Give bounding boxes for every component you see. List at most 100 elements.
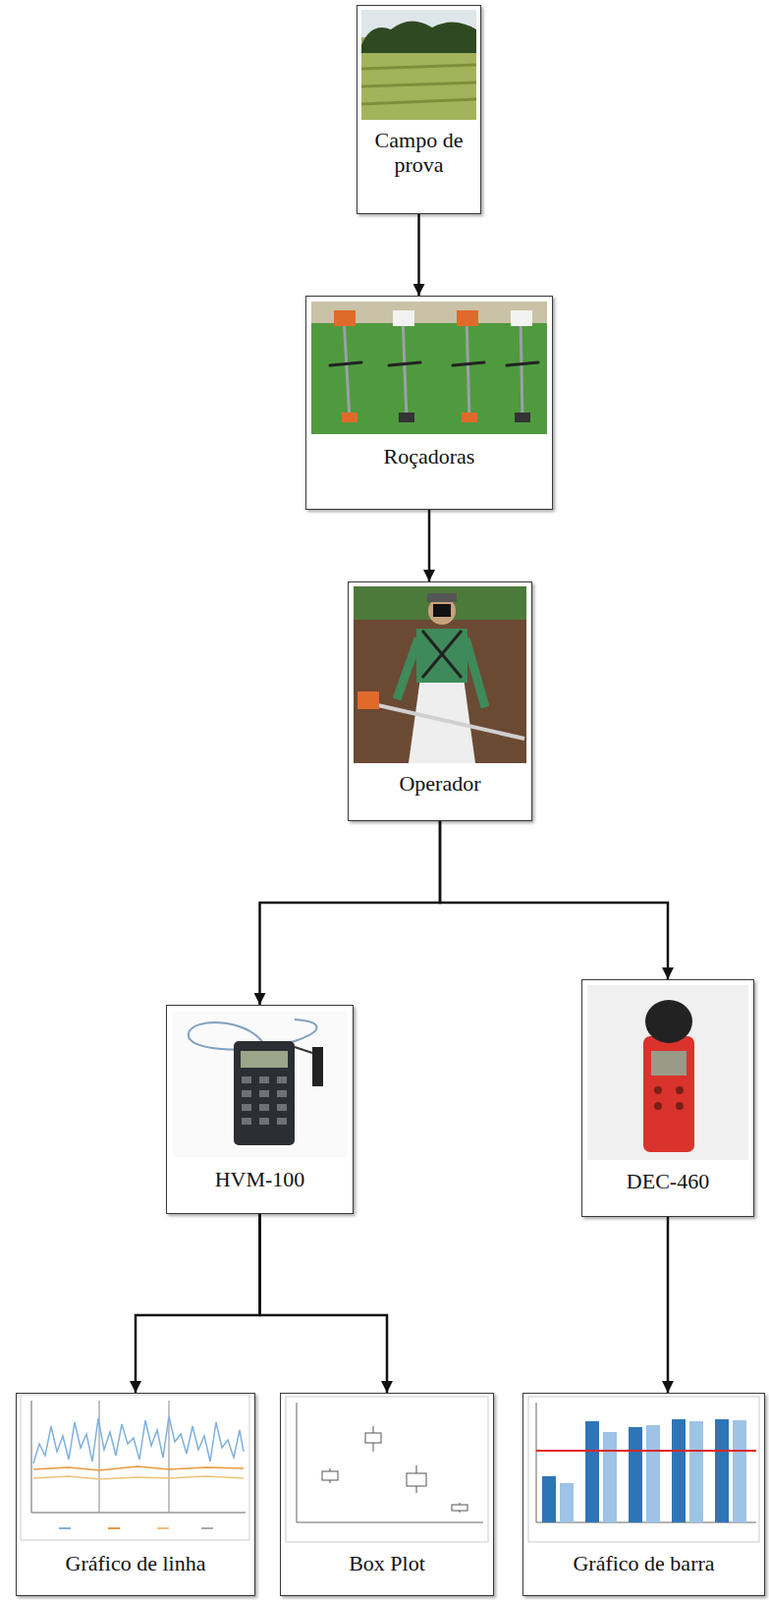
vibration-meter-photo-part (241, 1103, 252, 1111)
operator-photo-part (369, 703, 525, 739)
sound-meter-photo-part (587, 985, 749, 1160)
box-plot-thumbnail-part (322, 1426, 468, 1513)
operator-photo-part (422, 630, 462, 678)
line-chart-thumbnail-part (20, 1394, 250, 1540)
brushcutters-photo-part (392, 310, 415, 327)
brushcutters-photo-part (341, 412, 358, 423)
node-caption: Campo de prova (361, 127, 477, 178)
vibration-meter-photo-part (276, 1117, 287, 1125)
sound-meter-photo-part (645, 999, 693, 1044)
flow-arrow (439, 821, 668, 980)
bar-chart-thumbnail-part (732, 1420, 747, 1523)
bar-chart-thumbnail-part (603, 1431, 617, 1523)
image-box: Box Plot (279, 1392, 495, 1596)
flow-arrow (417, 214, 421, 296)
operator-photo (353, 586, 527, 764)
vibration-meter-photo-part (233, 1041, 295, 1146)
line-chart-thumbnail-part (201, 1527, 214, 1530)
image-box: Operador (347, 581, 533, 822)
line-chart-thumbnail-part (33, 1416, 244, 1464)
operator-photo-part (427, 593, 457, 603)
operator-photo-part (422, 630, 462, 678)
node-caption: Operador (352, 770, 528, 796)
image-box: Gráfico de barra (522, 1392, 766, 1596)
node-caption: HVM-100 (170, 1166, 349, 1192)
brushcutters-photo-part (329, 310, 539, 423)
bar-chart-thumbnail-part (628, 1427, 643, 1523)
line-chart-thumbnail-part (31, 1512, 246, 1514)
brushcutters-photo-part (510, 310, 533, 327)
brushcutters-photo-part (329, 362, 362, 366)
brushcutters-photo-part (456, 310, 479, 327)
bar-chart-thumbnail-part (542, 1476, 556, 1523)
line-chart-thumbnail-part (157, 1527, 169, 1530)
sound-meter-photo-part (654, 1101, 662, 1110)
brushcutters-photo-part (520, 316, 523, 421)
bar-chart-thumbnail-part (646, 1425, 660, 1523)
flow-arrow (666, 1216, 670, 1393)
brushcutters-photo-part (333, 310, 356, 327)
bar-chart-thumbnail-part (689, 1421, 704, 1523)
brushcutters-photo-part (398, 412, 415, 423)
bar-chart-thumbnail-part (559, 1483, 574, 1523)
vibration-meter-photo-part (276, 1090, 287, 1098)
vibration-meter-photo-part (259, 1117, 270, 1125)
image-box: Campo de prova (356, 4, 482, 215)
box-plot-thumbnail-part (296, 1522, 484, 1524)
box-plot-thumbnail-part (365, 1432, 382, 1443)
vibration-meter-photo-part (241, 1076, 287, 1125)
brushcutters-photo-part (461, 412, 478, 423)
vibration-meter-photo-part (294, 1046, 313, 1053)
bar-chart-thumbnail-part (536, 1449, 757, 1452)
brushcutters-photo-part (402, 316, 407, 421)
field-photo-part (361, 53, 477, 120)
flow-arrow (260, 821, 441, 1005)
operator-photo-part (357, 691, 380, 710)
box-plot-thumbnail-part (322, 1471, 338, 1481)
sound-meter-photo-part (643, 1036, 695, 1153)
brushcutters-photo-part (514, 412, 531, 423)
vibration-meter-photo (172, 1011, 348, 1157)
node-caption: Gráfico de linha (20, 1550, 251, 1576)
operator-photo-part (396, 638, 419, 700)
field-photo-part (361, 64, 477, 105)
vibration-meter-photo-part (241, 1117, 252, 1125)
operator-photo-part (416, 628, 468, 683)
line-chart-thumbnail-part (33, 1466, 244, 1471)
brushcutters-photo-part (506, 362, 539, 366)
brushcutters-photo-part (466, 316, 470, 421)
box-plot-thumbnail-part (406, 1473, 427, 1486)
flow-arrow (428, 509, 432, 582)
node-caption: Roçadoras (310, 443, 549, 469)
brushcutters-photo-part (388, 362, 421, 366)
image-box: Gráfico de linha (15, 1392, 256, 1596)
line-chart-thumbnail (20, 1394, 250, 1540)
box-plot-thumbnail-part (285, 1396, 489, 1542)
line-chart-thumbnail-part (31, 1400, 33, 1513)
flow-arrow (135, 1213, 261, 1393)
box-plot-thumbnail-part (296, 1402, 298, 1523)
image-box: Roçadoras (305, 295, 553, 510)
operator-photo-part (353, 586, 527, 764)
box-plot-thumbnail (285, 1396, 489, 1542)
vibration-meter-photo-part (276, 1076, 287, 1084)
brushcutters-photo-part (343, 316, 350, 421)
bar-chart-thumbnail-part (714, 1419, 729, 1523)
bar-chart-thumbnail (528, 1396, 760, 1542)
vibration-meter-photo-part (241, 1090, 252, 1098)
sound-meter-photo-part (675, 1086, 684, 1095)
box-plot-thumbnail-part (451, 1504, 468, 1511)
node-caption: Box Plot (284, 1550, 490, 1576)
vibration-meter-photo-part (240, 1050, 288, 1068)
brushcutters-photo-part (452, 362, 485, 366)
node-caption: DEC-460 (586, 1168, 750, 1194)
vibration-meter-photo-part (172, 1011, 348, 1157)
image-box: HVM-100 (165, 1004, 354, 1214)
field-photo (361, 9, 477, 120)
field-photo-part (361, 9, 477, 120)
vibration-meter-photo-part (312, 1046, 324, 1087)
line-chart-thumbnail-part (58, 1527, 71, 1530)
